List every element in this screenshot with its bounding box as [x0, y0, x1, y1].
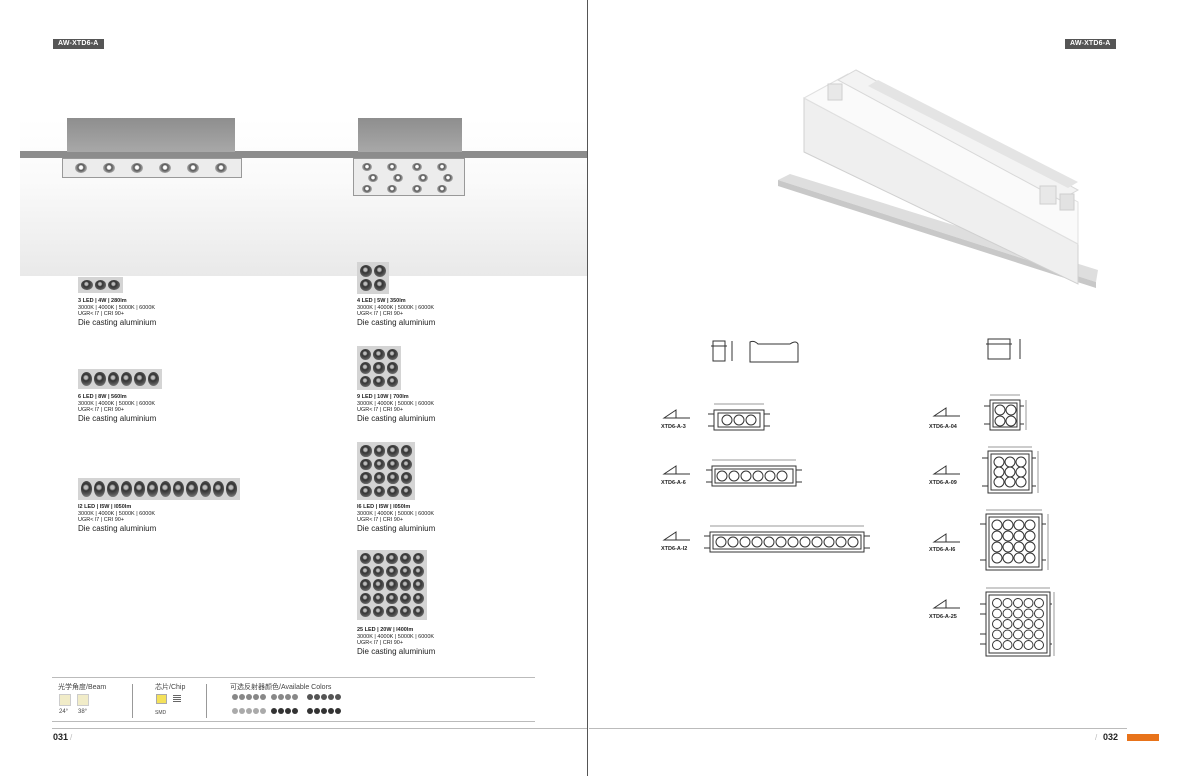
linear-fixture-face: [62, 158, 242, 178]
beam-24-icon: [59, 694, 71, 706]
page-number-right: 032: [1103, 732, 1119, 742]
cutout-icon-09: [932, 465, 960, 475]
thumb-3-led: [78, 277, 123, 293]
cutout-icon-12: [662, 531, 690, 541]
cutout-icon-25: [932, 599, 960, 609]
ceiling-line: [20, 151, 587, 158]
profile-drawing-square: [986, 338, 1021, 360]
footer-rule-right: [589, 728, 1127, 729]
hero-installation-image: [20, 118, 587, 276]
legend-divider-1: [132, 684, 133, 718]
thumb-12-led: [78, 478, 240, 500]
drawing-xtd6-a-12: [704, 525, 870, 553]
legend-bottom-rule: [52, 721, 535, 722]
spec-9-led: 9 LED | 10W | 700lm 3000K | 4000K | 5000…: [357, 394, 436, 423]
chip-grid-icon: [173, 694, 181, 702]
chip-title: 芯片/Chip: [155, 684, 186, 691]
thumb-9-led: [357, 346, 401, 390]
chip-icon: [156, 694, 167, 704]
product-3d-render: [778, 69, 1098, 288]
left-page: AW-XTD6-A: [0, 0, 588, 776]
spec-16-led: l6 LED | l5W | l050lm 3000K | 4000K | 50…: [357, 504, 436, 533]
page-number-left: 031: [53, 732, 69, 742]
beam-38-icon: [77, 694, 89, 706]
spec-12-led: l2 LED | l5W | l050lm 3000K | 4000K | 50…: [78, 504, 157, 533]
page-accent-bar: [1127, 734, 1159, 741]
beam-24-label: 24°: [59, 709, 69, 715]
footer-rule-left: [52, 728, 587, 729]
page-number-slash-left: /: [70, 733, 73, 742]
chip-type: SMD: [155, 710, 167, 716]
linear-fixture-housing: [67, 118, 235, 152]
thumb-16-led: [357, 442, 415, 500]
beam-title: 光学角度/Beam: [58, 684, 107, 691]
model-tag-right: AW-XTD6-A: [1065, 39, 1116, 49]
legend-divider-2: [206, 684, 207, 718]
model-tag-left: AW-XTD6-A: [53, 39, 104, 49]
cutout-icon-16: [932, 533, 960, 543]
spec-6-led: 6 LED | 8W | 560lm 3000K | 4000K | 5000K…: [78, 394, 157, 423]
thumb-25-led: [357, 550, 427, 620]
label-xtd6-a-3: XTD6-A-3: [661, 424, 686, 430]
drawing-xtd6-a-25: [980, 587, 1055, 657]
drawing-xtd6-a-6: [706, 459, 802, 487]
thumb-4-led: [357, 262, 389, 294]
beam-38-label: 38°: [78, 709, 88, 715]
spec-25-led: 25 LED | 20W | l400lm 3000K | 4000K | 50…: [357, 627, 436, 656]
page-number-slash-right: /: [1095, 733, 1098, 742]
cutout-icon-6: [662, 465, 690, 475]
drawing-xtd6-a-3: [708, 403, 770, 431]
spec-4-led: 4 LED | 5W | 350lm 3000K | 4000K | 5000K…: [357, 298, 436, 327]
colors-title: 可选反射器颜色/Available Colors: [230, 684, 332, 691]
profile-drawing-linear: [711, 340, 799, 363]
spec-3-led: 3 LED | 4W | 280lm 3000K | 4000K | 5000K…: [78, 298, 157, 327]
cutout-icon-3: [662, 409, 690, 419]
label-xtd6-a-16: XTD6-A-l6: [929, 547, 956, 553]
square-fixture-housing: [358, 118, 462, 152]
thumb-6-led: [78, 369, 162, 389]
label-xtd6-a-04: XTD6-A-04: [929, 424, 957, 430]
reflector-colors-icon: [232, 694, 341, 714]
square-fixture-face: [353, 158, 465, 196]
drawing-xtd6-a-04: [984, 394, 1027, 431]
label-xtd6-a-6: XTD6-A-6: [661, 480, 686, 486]
drawing-xtd6-a-16: [980, 509, 1049, 571]
label-xtd6-a-12: XTD6-A-l2: [661, 546, 688, 552]
cutout-icon-04: [932, 407, 960, 417]
label-xtd6-a-25: XTD6-A-25: [929, 614, 957, 620]
drawing-xtd6-a-09: [982, 446, 1039, 494]
legend-top-rule: [52, 677, 535, 678]
label-xtd6-a-09: XTD6-A-09: [929, 480, 957, 486]
